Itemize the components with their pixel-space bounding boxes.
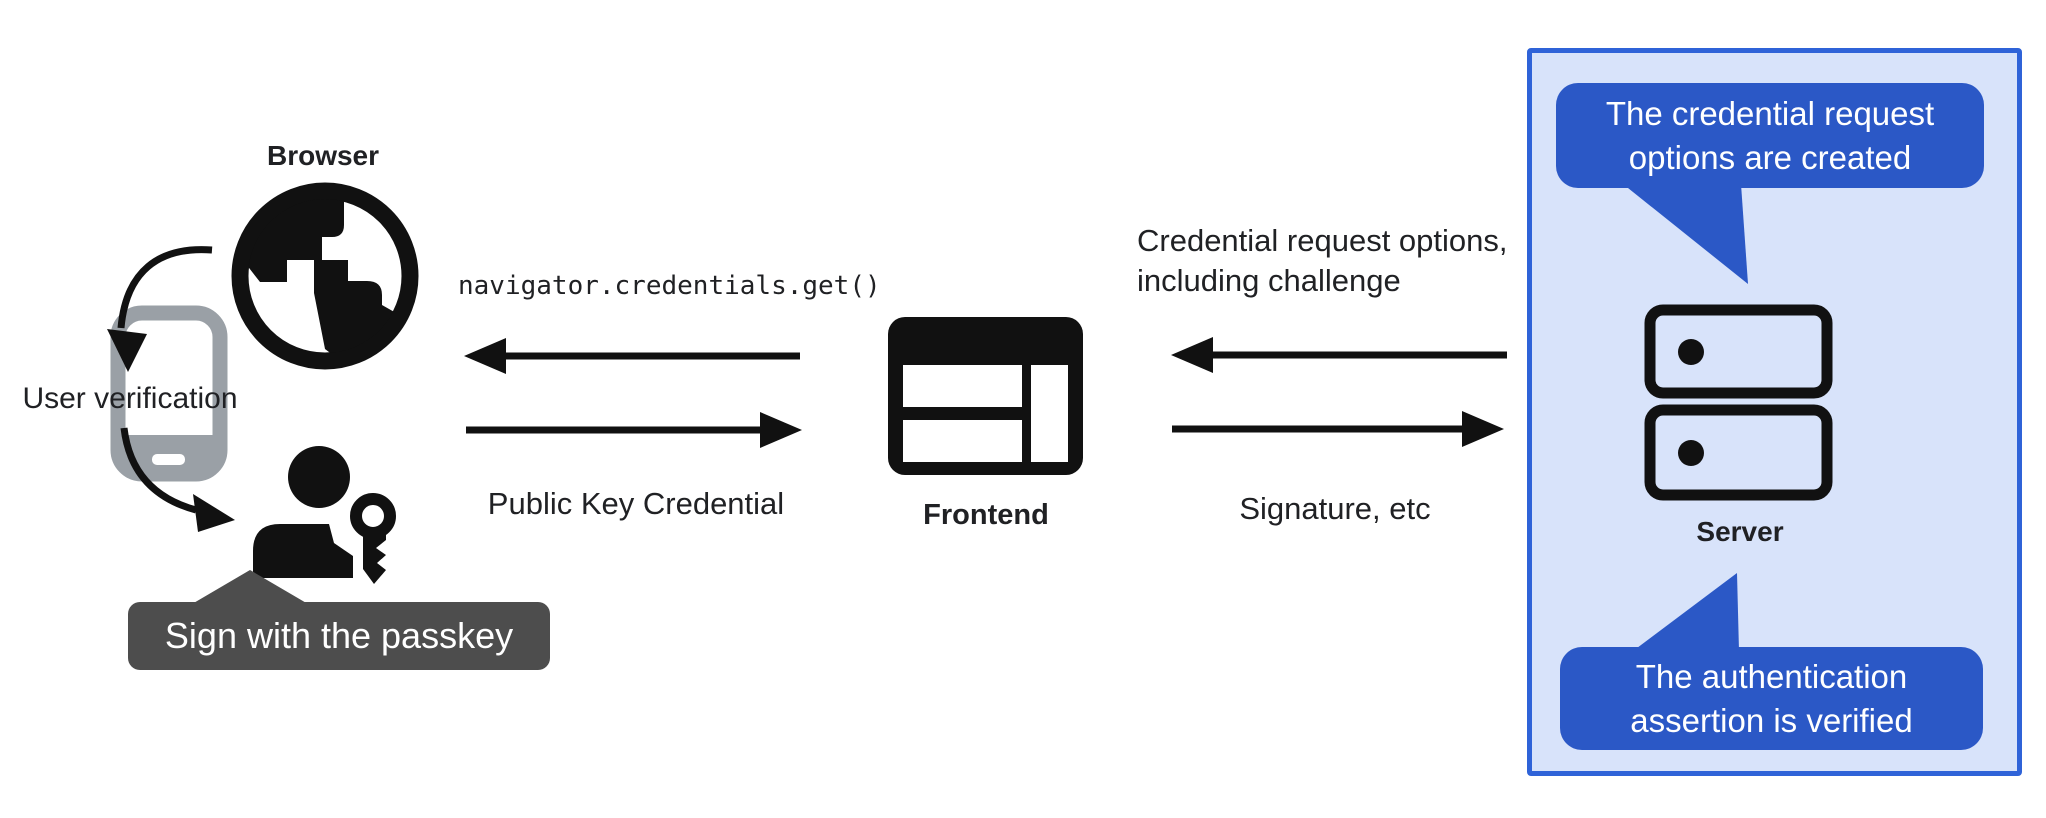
bubble-top-line2: options are created — [1628, 138, 1912, 176]
arrowhead-browser-to-phone — [107, 329, 147, 372]
tooltip-pointer — [192, 570, 308, 604]
bubble-top-tail — [1623, 184, 1748, 284]
arrowhead-phone-to-user — [193, 494, 235, 532]
credential-request-options-label: Credential request options, including ch… — [1137, 221, 1557, 301]
globe-browser-icon — [231, 182, 419, 370]
credential-request-line1: Credential request options, — [1137, 223, 1508, 258]
tooltip-text: Sign with the passkey — [164, 615, 514, 656]
bubble-assertion-verified: The authentication assertion is verified — [1560, 647, 1983, 750]
arrow-browser-to-phone — [117, 246, 213, 329]
server-icon — [1644, 304, 1833, 501]
server-label: Server — [1696, 516, 1784, 547]
arrowhead-frontend-to-browser — [464, 338, 506, 374]
credential-request-line2: including challenge — [1137, 263, 1401, 298]
sign-with-passkey-tooltip: Sign with the passkey — [128, 602, 550, 670]
arrowhead-frontend-to-server — [1462, 411, 1504, 447]
bubble-top-line1: The credential request — [1605, 94, 1935, 132]
arrowhead-server-to-frontend — [1171, 337, 1213, 373]
navigator-credentials-get-label: navigator.credentials.get() — [458, 271, 881, 301]
frontend-window-icon — [888, 317, 1083, 475]
browser-label: Browser — [266, 140, 380, 171]
bubble-credential-request-created: The credential request options are creat… — [1556, 83, 1984, 188]
bubble-bottom-line1: The authentication — [1635, 657, 1908, 695]
signature-label: Signature, etc — [1239, 491, 1431, 526]
bubble-bottom-line2: assertion is verified — [1630, 701, 1913, 739]
public-key-credential-label: Public Key Credential — [487, 486, 785, 521]
user-verification-label: User verification — [22, 382, 238, 415]
bubble-bottom-tail — [1633, 573, 1739, 651]
phone-icon — [110, 305, 228, 482]
user-passkey-icon — [253, 446, 396, 584]
frontend-label: Frontend — [923, 499, 1049, 531]
arrowhead-browser-to-frontend — [760, 412, 802, 448]
arrow-phone-to-user — [120, 427, 197, 514]
